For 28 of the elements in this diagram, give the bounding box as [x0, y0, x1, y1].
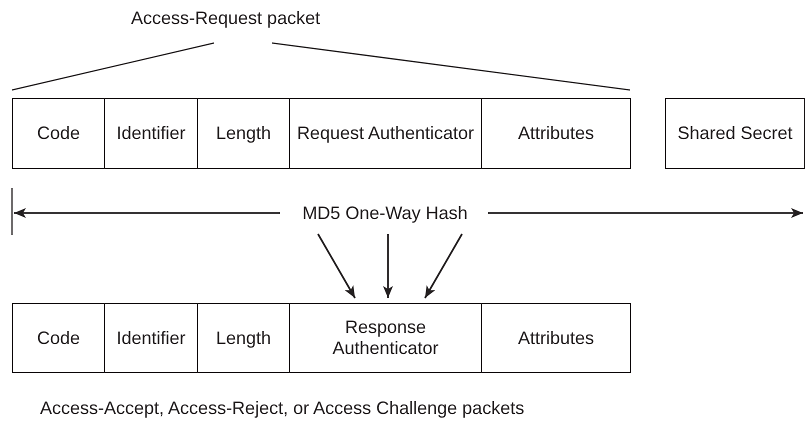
field-name: Identifier [116, 123, 186, 144]
field-name: Code [36, 328, 80, 348]
arrow [424, 234, 463, 298]
packet-field [12, 98, 105, 169]
packet-caption: Access-Request packet [131, 8, 320, 29]
packet-field [481, 303, 631, 373]
packet-field [12, 303, 105, 373]
arrow [383, 234, 393, 298]
field-name: Attributes [518, 328, 594, 348]
hash-label: MD5 One-Way Hash [302, 202, 468, 224]
packet-field [197, 303, 290, 373]
arrow [317, 234, 356, 298]
field-name: Shared Secret [677, 123, 793, 144]
field-name: Identifier [116, 328, 186, 348]
packet-field [289, 98, 482, 169]
packet-field [481, 98, 631, 169]
field-name: Code [36, 123, 80, 144]
packet-field [665, 98, 805, 169]
field-name: Attributes [518, 123, 594, 144]
field-name: Response Authenticator [331, 317, 440, 359]
field-name: Request Authenticator [296, 123, 474, 144]
field-name: Length [216, 123, 272, 144]
packet-field [197, 98, 290, 169]
field-name: Length [216, 328, 272, 348]
packet-field [104, 303, 198, 373]
packet-field [104, 98, 198, 169]
packets-caption: Access-Accept, Access-Reject, or Access Challenge packets [40, 398, 524, 419]
packet-field [289, 303, 482, 373]
